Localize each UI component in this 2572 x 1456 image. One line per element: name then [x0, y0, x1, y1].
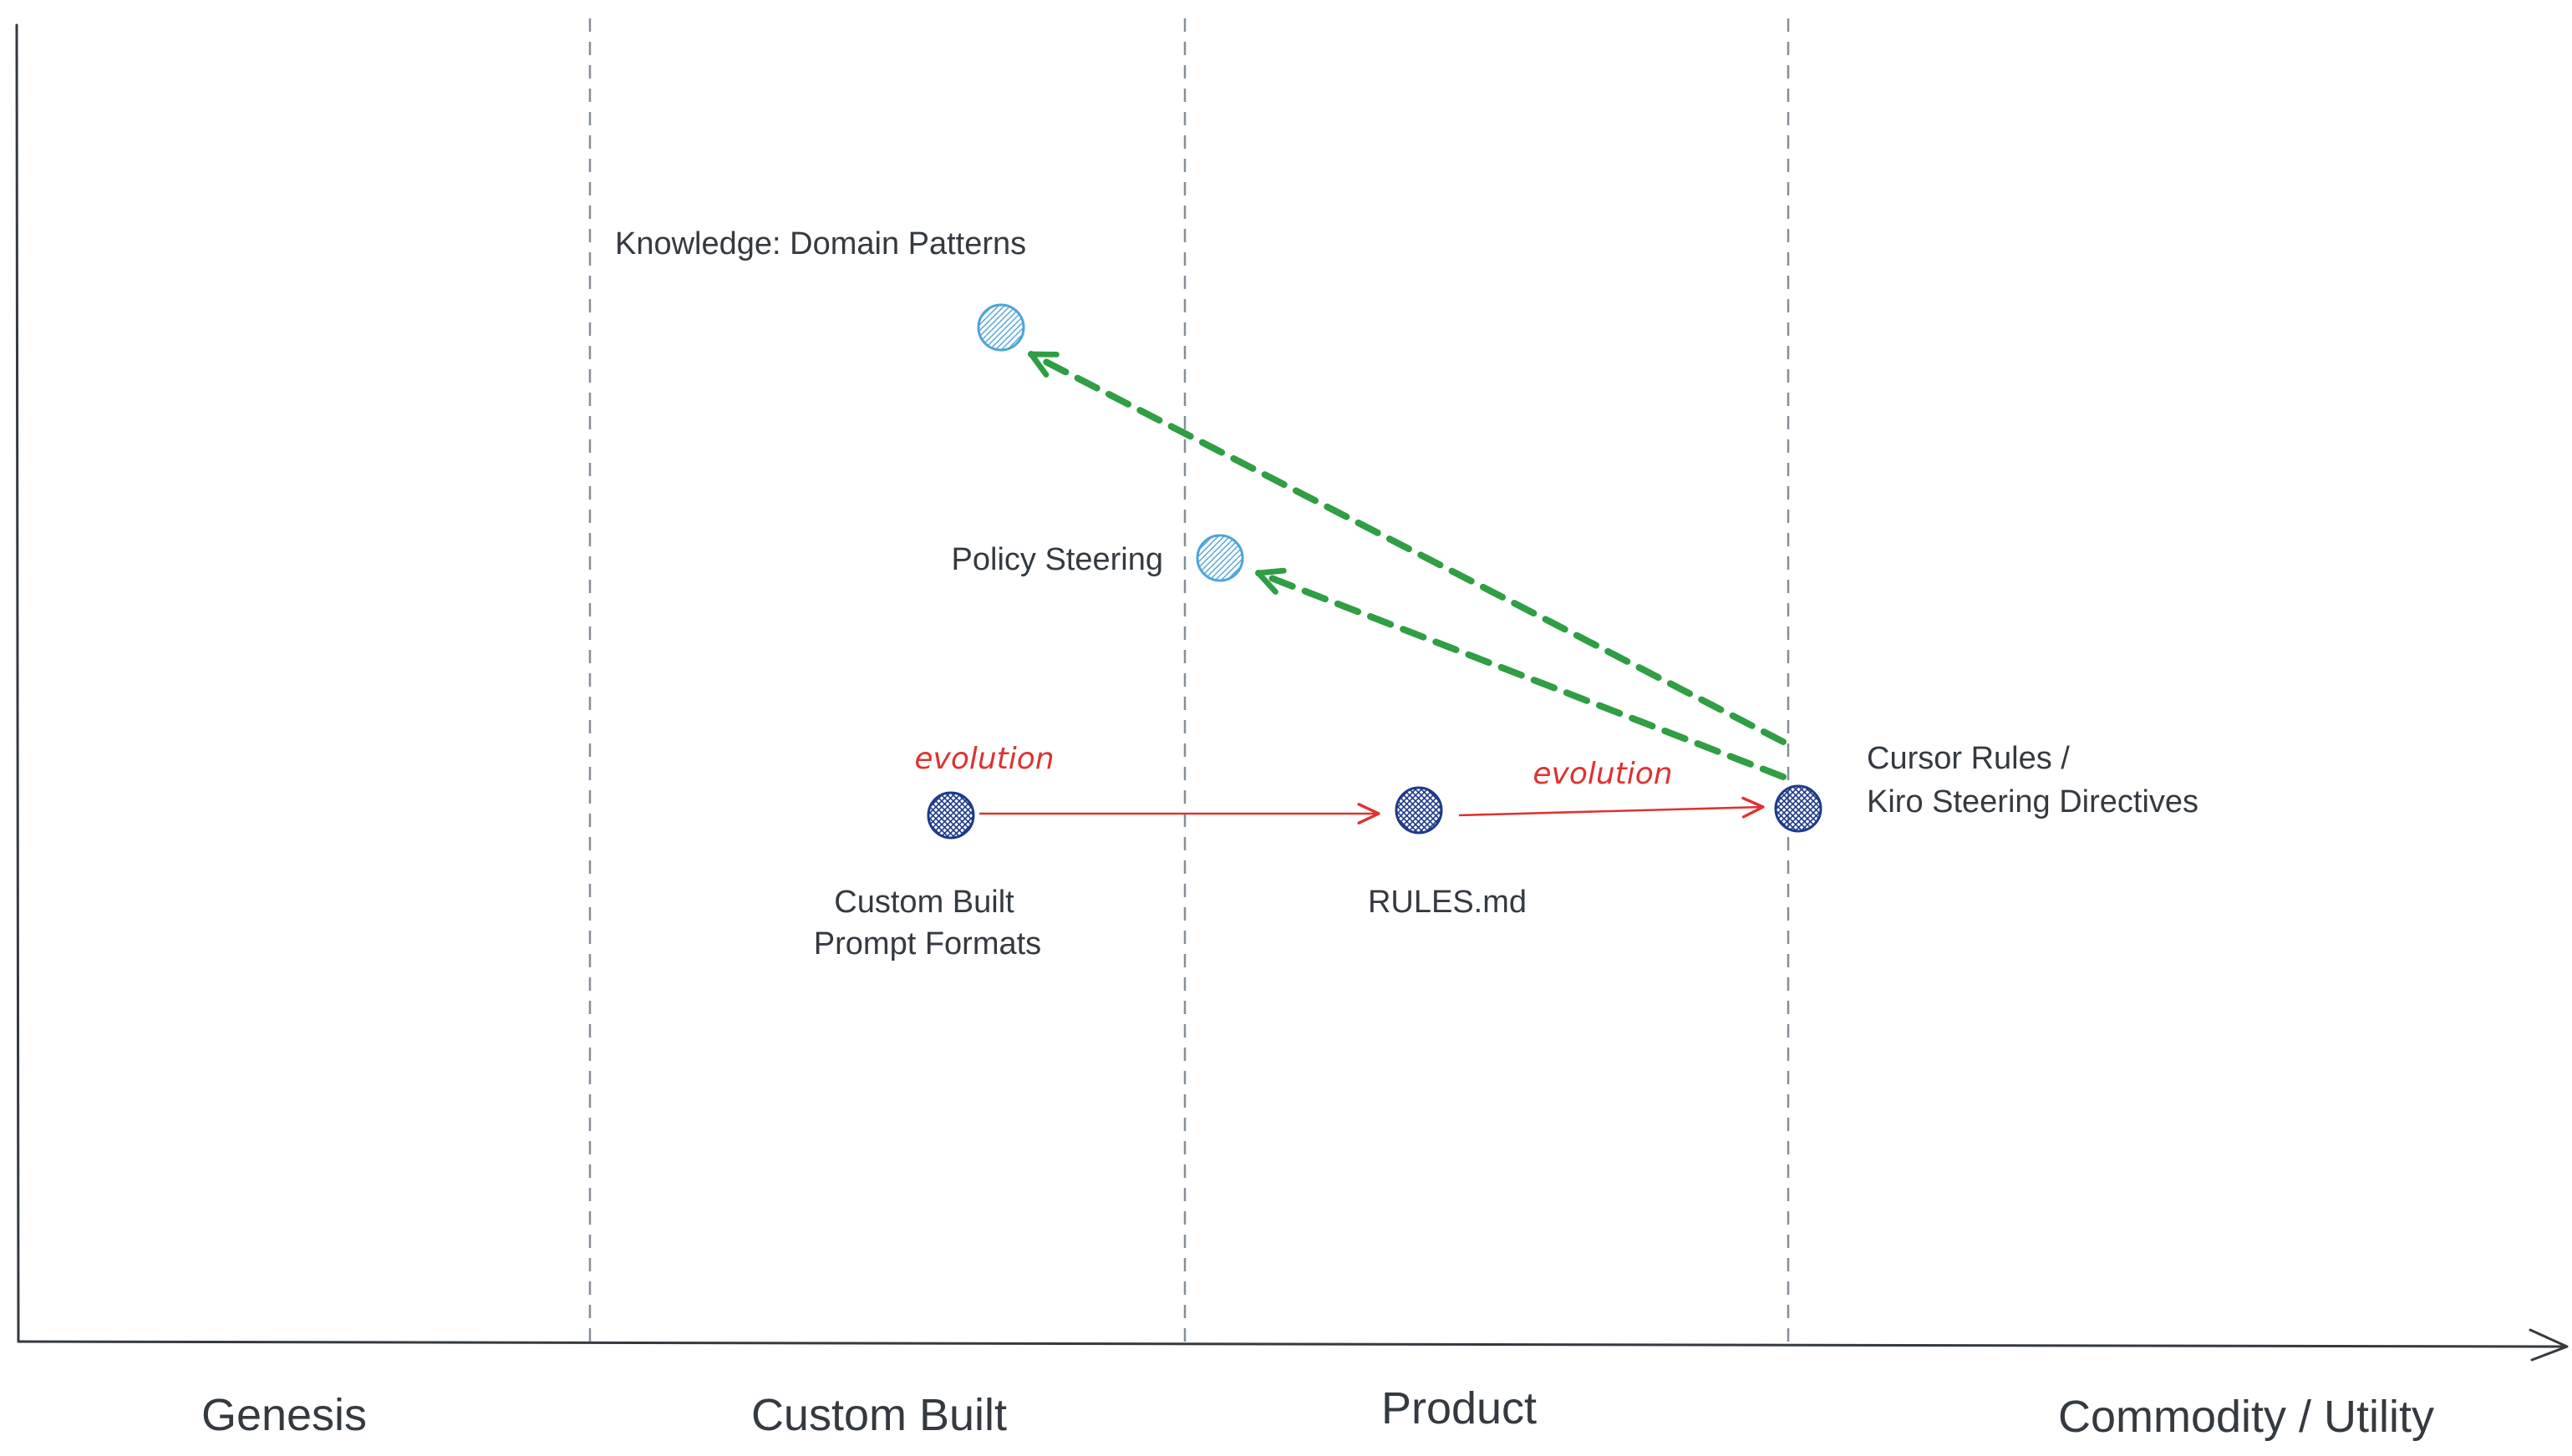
component-label-line-2: Kiro Steering Directives — [1867, 784, 2198, 819]
evolution-label-1: evolution — [914, 742, 1054, 776]
component-label: Policy Steering — [952, 542, 1163, 577]
axes — [15, 23, 2569, 1362]
component-cursor-rules[interactable]: Cursor Rules / Kiro Steering Directives — [1774, 741, 2198, 833]
x-axis — [17, 1340, 2567, 1348]
stage-dividers — [588, 18, 1790, 1342]
evolution-edges: evolution evolution — [914, 742, 1763, 815]
stage-labels: Genesis Custom Built Product Commodity /… — [201, 1383, 2434, 1442]
component-label-line-1: Cursor Rules / — [1867, 741, 2070, 776]
evolution-label-2: evolution — [1533, 757, 1672, 791]
component-policy-steering[interactable]: Policy Steering — [952, 534, 1244, 582]
dependency-edges — [1028, 351, 1787, 780]
component-node-icon[interactable] — [1196, 534, 1244, 582]
component-node-icon[interactable] — [977, 303, 1025, 352]
stage-label-genesis: Genesis — [201, 1390, 367, 1440]
stage-label-product: Product — [1381, 1383, 1537, 1433]
evolution-arrow-2 — [1458, 807, 1763, 815]
component-label: RULES.md — [1368, 885, 1527, 920]
component-node-icon[interactable] — [1395, 786, 1443, 835]
component-custom-built-prompt-formats[interactable]: Custom Built Prompt Formats — [814, 791, 1041, 961]
y-axis — [15, 23, 20, 1343]
component-node-icon[interactable] — [927, 791, 975, 840]
component-label-line-2: Prompt Formats — [814, 926, 1041, 961]
stage-label-custom-built: Custom Built — [751, 1390, 1007, 1440]
component-label: Knowledge: Domain Patterns — [615, 226, 1026, 261]
dependency-arrow-to-policy — [1255, 567, 1787, 780]
component-label-line-1: Custom Built — [834, 885, 1014, 920]
component-rules-md[interactable]: RULES.md — [1368, 786, 1527, 920]
dependency-arrow-to-knowledge — [1028, 351, 1787, 745]
component-knowledge-domain-patterns[interactable]: Knowledge: Domain Patterns — [615, 226, 1026, 352]
x-axis-arrowhead — [2529, 1328, 2569, 1362]
component-node-icon[interactable] — [1774, 784, 1822, 833]
stage-label-commodity: Commodity / Utility — [2058, 1392, 2434, 1442]
